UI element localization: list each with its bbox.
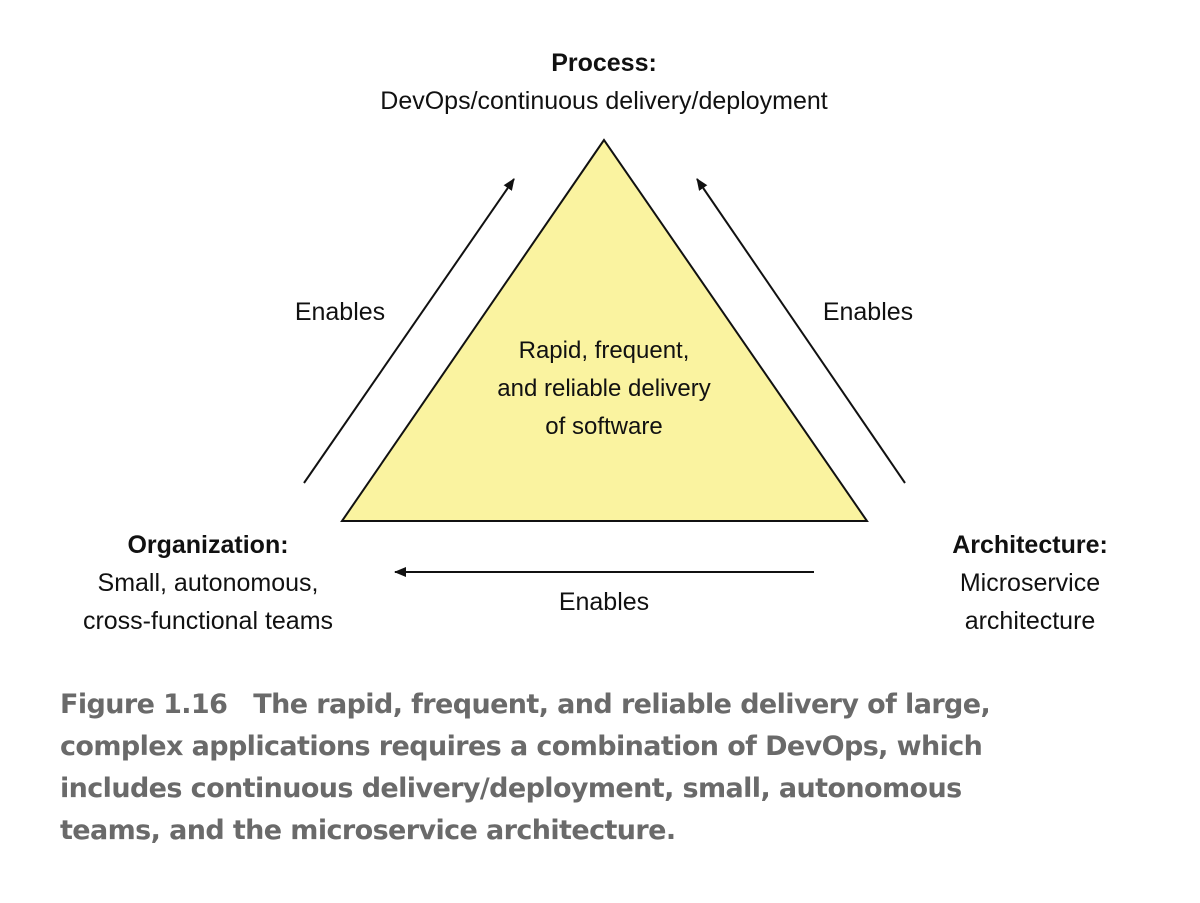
- edge-label-left: Enables: [294, 298, 386, 326]
- center-line-3: of software: [545, 413, 663, 440]
- caption-text: The rapid, frequent, and reliable delive…: [60, 689, 991, 846]
- figure-number: Figure 1.16: [60, 689, 228, 720]
- center-line-2: and reliable delivery: [497, 375, 711, 402]
- organization-line-2: cross-functional teams: [82, 607, 334, 635]
- process-node: Process: DevOps/continuous delivery/depl…: [304, 44, 904, 120]
- organization-line-1: Small, autonomous,: [97, 569, 319, 597]
- process-title: Process:: [551, 49, 657, 77]
- architecture-line-2: architecture: [964, 607, 1096, 635]
- organization-title: Organization:: [127, 531, 289, 559]
- edge-label-bottom: Enables: [558, 588, 650, 616]
- center-text: Rapid, frequent, and reliable delivery o…: [454, 332, 754, 446]
- process-desc: DevOps/continuous delivery/deployment: [380, 87, 828, 115]
- edge-label-right: Enables: [822, 298, 914, 326]
- architecture-line-1: Microservice: [959, 569, 1101, 597]
- architecture-node: Architecture: Microservice architecture: [920, 526, 1140, 640]
- arrow-organization-to-process: [303, 178, 515, 484]
- delivery-triangle: [340, 138, 869, 522]
- architecture-title: Architecture:: [952, 531, 1108, 559]
- organization-node: Organization: Small, autonomous, cross-f…: [40, 526, 376, 640]
- arrow-architecture-to-process: [696, 178, 906, 484]
- center-line-1: Rapid, frequent,: [518, 337, 690, 364]
